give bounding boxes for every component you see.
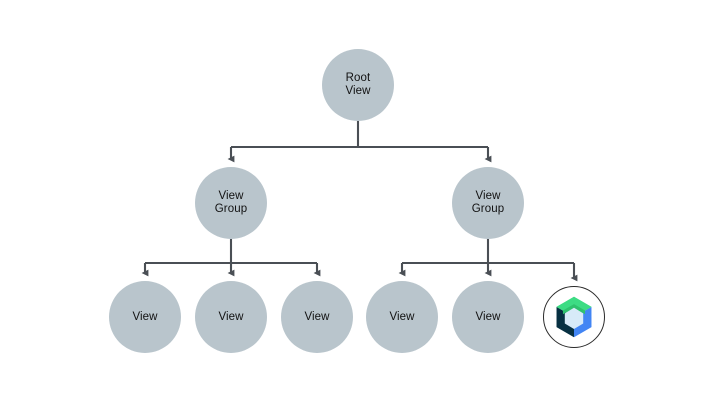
node-view-5[interactable]: View	[452, 281, 524, 353]
node-view-3[interactable]: View	[281, 281, 353, 353]
node-view-group-right[interactable]: View Group	[452, 167, 524, 239]
node-view-3-label: View	[304, 310, 330, 323]
node-view-group-left-label: View Group	[214, 190, 248, 215]
node-view-group-right-label: View Group	[471, 190, 505, 215]
node-view-5-label: View	[475, 310, 501, 323]
node-view-2-label: View	[218, 310, 244, 323]
jetpack-compose-logo-icon	[551, 294, 597, 340]
node-compose[interactable]	[543, 286, 605, 348]
node-view-1[interactable]: View	[109, 281, 181, 353]
node-view-2[interactable]: View	[195, 281, 267, 353]
node-view-4[interactable]: View	[366, 281, 438, 353]
node-root-view[interactable]: Root View	[322, 49, 394, 121]
node-view-4-label: View	[389, 310, 415, 323]
node-root-view-label: Root View	[345, 72, 371, 97]
node-view-group-left[interactable]: View Group	[195, 167, 267, 239]
node-view-1-label: View	[132, 310, 158, 323]
